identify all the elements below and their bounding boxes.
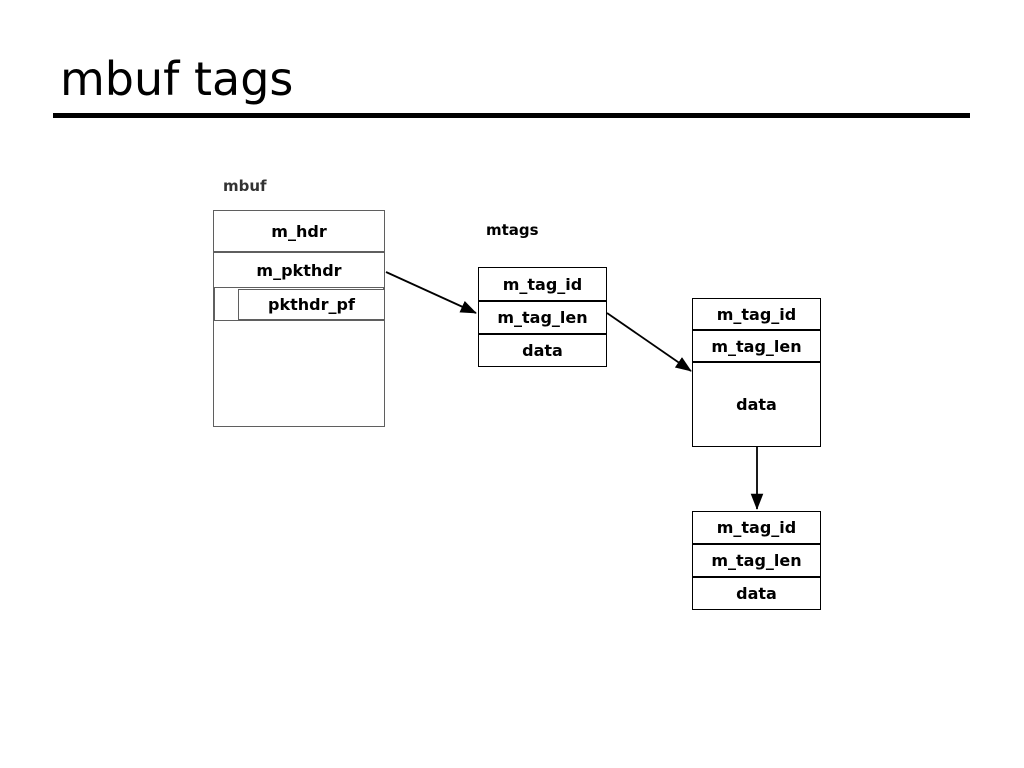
- mbuf-row-body-empty: [213, 320, 385, 427]
- third-mtag-row-data: data: [692, 577, 821, 610]
- mtags-caption: mtags: [486, 221, 539, 239]
- first-mtag-row-m-tag-id: m_tag_id: [478, 267, 607, 301]
- arrow-first-tag-to-second-tag: [606, 312, 692, 372]
- first-mtag-row-data: data: [478, 334, 607, 367]
- mbuf-row-pkthdr-pf: pkthdr_pf: [238, 289, 385, 320]
- first-mtag-row-m-tag-len-label: m_tag_len: [497, 308, 588, 327]
- title-underline-rule: [53, 113, 970, 118]
- mbuf-row-pkthdr-pf-label: pkthdr_pf: [268, 295, 355, 314]
- second-mtag-row-data: data: [692, 362, 821, 447]
- first-mtag-row-data-label: data: [522, 341, 563, 360]
- page-title: mbuf tags: [60, 52, 294, 106]
- third-mtag-row-m-tag-id: m_tag_id: [692, 511, 821, 544]
- first-mtag-row-m-tag-id-label: m_tag_id: [502, 274, 583, 294]
- arrow-mbuf-to-first-tag: [385, 271, 477, 314]
- mbuf-caption: mbuf: [223, 177, 267, 195]
- second-mtag-row-data-label: data: [736, 395, 777, 414]
- mbuf-row-m-hdr-label: m_hdr: [271, 221, 327, 241]
- third-mtag-row-m-tag-len-label: m_tag_len: [711, 551, 802, 570]
- second-mtag-row-m-tag-id: m_tag_id: [692, 298, 821, 330]
- third-mtag-row-m-tag-id-label: m_tag_id: [716, 518, 797, 537]
- third-mtag-row-m-tag-len: m_tag_len: [692, 544, 821, 577]
- first-mtag-row-m-tag-len: m_tag_len: [478, 301, 607, 334]
- second-mtag-row-m-tag-len: m_tag_len: [692, 330, 821, 362]
- second-mtag-row-m-tag-id-label: m_tag_id: [716, 304, 797, 324]
- mbuf-row-m-hdr: m_hdr: [213, 210, 385, 252]
- mbuf-row-m-pkthdr: m_pkthdr: [213, 252, 385, 288]
- third-mtag-row-data-label: data: [736, 584, 777, 603]
- mbuf-row-m-pkthdr-label: m_pkthdr: [256, 260, 342, 280]
- second-mtag-row-m-tag-len-label: m_tag_len: [711, 336, 802, 356]
